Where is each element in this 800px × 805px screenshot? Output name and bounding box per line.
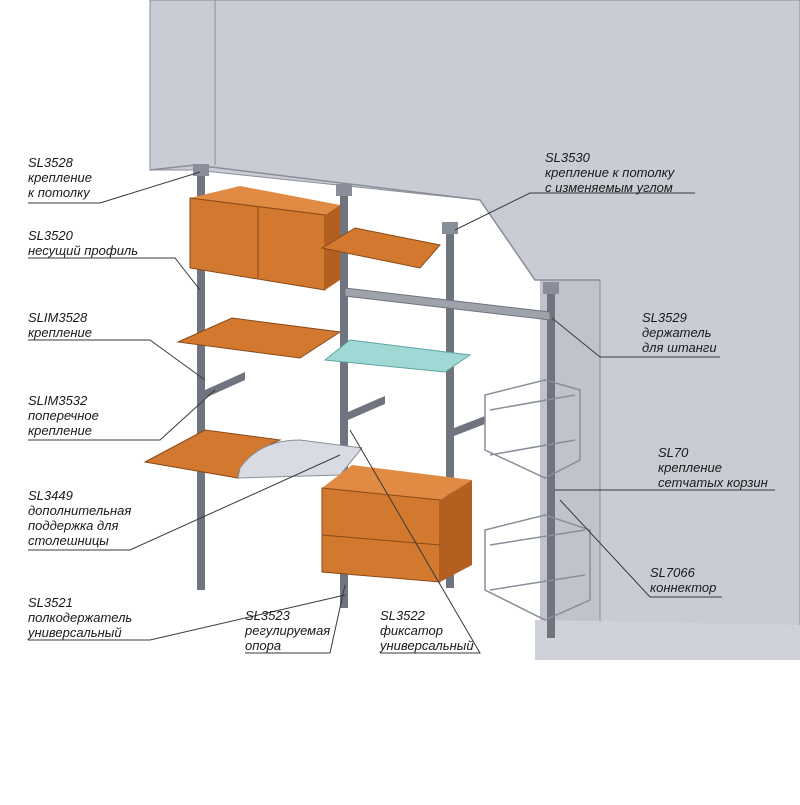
- drawer-top: [322, 465, 472, 500]
- profile-4: [547, 288, 555, 638]
- bracket-right: [454, 416, 485, 436]
- wire-baskets: [484, 379, 591, 621]
- ceiling-mount-1: [193, 164, 209, 176]
- label-slim3528: SLIM3528 крепление: [28, 310, 92, 340]
- profile-1: [197, 172, 205, 590]
- label-code: SL3522: [380, 608, 425, 623]
- label-slim3532: SLIM3532 поперечное крепление: [28, 393, 99, 438]
- label-desc: дополнительная поддержка для столешницы: [28, 503, 132, 548]
- label-code: SL3521: [28, 595, 73, 610]
- label-desc: регулируемая опора: [245, 623, 331, 653]
- label-sl3522: SL3522 фиксатор универсальный: [380, 608, 474, 653]
- label-sl3528: SL3528 крепление к потолку: [28, 155, 92, 200]
- upper-cabinet-top: [190, 186, 340, 215]
- label-desc: фиксатор универсальный: [380, 623, 474, 653]
- label-desc: полкодержатель универсальный: [28, 610, 133, 640]
- label-sl3523: SL3523 регулируемая опора: [245, 608, 330, 653]
- floor-right: [535, 620, 800, 660]
- drawer-split: [321, 534, 441, 546]
- ceiling-edge: [149, 164, 600, 281]
- label-code: SL3520: [28, 228, 73, 243]
- label-sl3449: SL3449 дополнительная поддержка для стол…: [28, 488, 131, 548]
- label-desc: крепление: [28, 325, 92, 340]
- desk-support: [237, 439, 363, 479]
- label-desc: держатель для штанги: [642, 325, 717, 355]
- label-code: SL3523: [245, 608, 290, 623]
- label-code: SLIM3528: [28, 310, 88, 325]
- drawer-front: [321, 487, 441, 583]
- label-sl70: SL70 крепление сетчатых корзин: [658, 445, 768, 490]
- label-code: SL7066: [650, 565, 695, 580]
- label-code: SL3530: [545, 150, 590, 165]
- label-sl3521: SL3521 полкодержатель универсальный: [28, 595, 132, 640]
- label-sl3530: SL3530 крепление к потолку с изменяемым …: [545, 150, 674, 195]
- shelf-middle-left: [176, 317, 342, 359]
- label-desc: крепление к потолку: [28, 170, 92, 200]
- label-code: SL3528: [28, 155, 73, 170]
- label-sl7066: SL7066 коннектор: [650, 565, 716, 595]
- ceiling-mount-4: [543, 282, 559, 294]
- label-desc: поперечное крепление: [28, 408, 99, 438]
- profile-3: [446, 228, 454, 588]
- hanging-rod: [344, 287, 551, 321]
- leader-lines: [28, 171, 775, 654]
- label-desc: несущий профиль: [28, 243, 139, 258]
- label-code: SL3449: [28, 488, 73, 503]
- glass-shelf: [323, 339, 472, 373]
- label-code: SL70: [658, 445, 689, 460]
- ceiling-mount-3: [442, 222, 458, 234]
- ceiling-mount-2: [336, 184, 352, 196]
- bracket-mid: [348, 396, 385, 420]
- label-sl3529: SL3529 держатель для штанги: [642, 310, 717, 355]
- label-sl3520: SL3520 несущий профиль: [28, 228, 138, 258]
- label-desc: крепление к потолку с изменяемым углом: [545, 165, 675, 195]
- label-desc: крепление сетчатых корзин: [658, 460, 768, 490]
- drawer-side: [440, 480, 472, 582]
- profile-2: [340, 190, 348, 608]
- label-code: SLIM3532: [28, 393, 88, 408]
- label-desc: коннектор: [650, 580, 717, 595]
- shelf-top-right: [320, 227, 441, 269]
- bracket-left: [205, 372, 245, 398]
- label-code: SL3529: [642, 310, 687, 325]
